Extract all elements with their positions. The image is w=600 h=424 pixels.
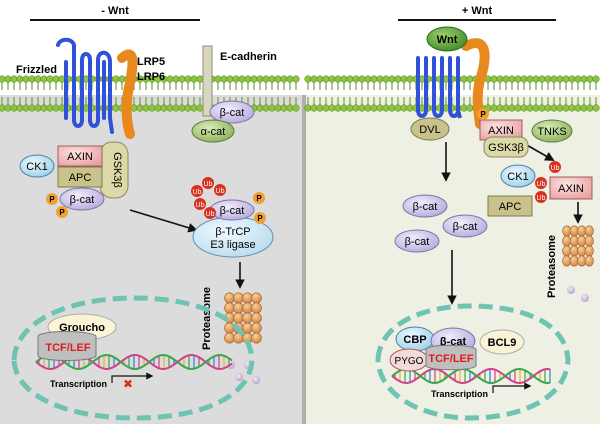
proteasome-left — [224, 292, 262, 344]
phospho-p — [56, 206, 68, 218]
ubiquitin — [194, 198, 206, 210]
svg-text:Ub: Ub — [204, 181, 213, 188]
phospho-p — [46, 193, 58, 205]
transcription-label-right: Transcription — [431, 389, 488, 399]
beta-cat-complex — [59, 187, 105, 211]
svg-text:TCF/LEF: TCF/LEF — [428, 353, 473, 365]
svg-text:AXIN: AXIN — [558, 183, 584, 195]
trcp-ligase-complex: β-TrCP E3 ligase β-cat Ub Ub Ub Ub Ub P … — [191, 177, 274, 258]
lrp6-label: LRP6 — [137, 71, 165, 83]
ck1-right — [500, 164, 536, 188]
right-nucleus — [375, 303, 571, 421]
ubiquitin — [535, 191, 547, 203]
svg-text:α-cat: α-cat — [201, 126, 226, 138]
wnt-ligand — [426, 26, 468, 52]
ecadherin-bar — [202, 45, 213, 117]
svg-text:AXIN: AXIN — [67, 151, 93, 163]
gsk3b-right — [483, 136, 529, 158]
svg-text:Ub: Ub — [206, 211, 215, 218]
bcl9 — [479, 329, 525, 355]
ubiquitin — [191, 185, 203, 197]
tnks — [531, 119, 573, 143]
svg-text:TCF/LEF: TCF/LEF — [45, 342, 90, 354]
tcf-lef-right — [425, 344, 477, 371]
proteasome-right — [562, 225, 594, 267]
proteasome-label-left: Proteasome — [201, 287, 213, 350]
axin-ubiquitinated — [549, 176, 593, 200]
peptide-fragment — [567, 286, 575, 294]
svg-text:Ub: Ub — [537, 195, 546, 202]
lrp-coreceptor — [117, 49, 138, 139]
svg-text:PYGO: PYGO — [395, 356, 424, 367]
ubiquitin — [202, 177, 214, 189]
ubiquitin — [549, 161, 561, 173]
svg-text:β-cat: β-cat — [405, 236, 430, 248]
ecadherin-label: E-cadherin — [220, 51, 277, 63]
apc-left — [57, 166, 103, 188]
tcf-lef-left — [37, 331, 97, 361]
dvl — [410, 117, 450, 141]
svg-text:CBP: CBP — [403, 334, 426, 346]
svg-text:E3 ligase: E3 ligase — [210, 239, 255, 251]
svg-text:P: P — [257, 214, 263, 223]
blocked-x-mark: ✖ — [123, 377, 133, 391]
right-dna-helix — [391, 367, 551, 385]
peptide-fragment — [581, 294, 589, 302]
svg-text:Groucho: Groucho — [59, 322, 105, 334]
svg-text:P: P — [256, 194, 262, 203]
svg-text:BCL9: BCL9 — [488, 337, 517, 349]
left-nucleus — [11, 295, 255, 421]
phospho-p — [253, 192, 265, 204]
svg-text:P: P — [59, 208, 65, 217]
lrp5-label: LRP5 — [137, 56, 165, 68]
svg-text:P: P — [49, 195, 55, 204]
svg-text:Ub: Ub — [196, 202, 205, 209]
svg-text:GSK3β: GSK3β — [488, 142, 524, 154]
svg-text:Ub: Ub — [193, 189, 202, 196]
left-header: - Wnt — [101, 5, 129, 17]
transcription-label-left: Transcription — [50, 379, 107, 389]
ck1-left — [19, 154, 55, 178]
axin-left — [57, 145, 103, 167]
alpha-cat — [191, 119, 235, 143]
svg-text:Ub: Ub — [551, 165, 560, 172]
svg-text:Ub: Ub — [537, 181, 546, 188]
svg-text:P: P — [480, 110, 486, 119]
phospho-p — [477, 108, 489, 120]
free-beta-cat — [394, 229, 440, 253]
svg-text:APC: APC — [69, 172, 92, 184]
svg-text:β-cat: β-cat — [220, 205, 245, 217]
right-header: + Wnt — [462, 5, 493, 17]
svg-text:CK1: CK1 — [26, 161, 47, 173]
apc-right — [487, 195, 533, 217]
svg-text:β-cat: β-cat — [220, 107, 245, 119]
svg-text:β-cat: β-cat — [413, 201, 438, 213]
proteasome-label-right: Proteasome — [546, 235, 558, 298]
svg-text:APC: APC — [499, 201, 522, 213]
svg-text:DVL: DVL — [419, 124, 440, 136]
svg-text:Wnt: Wnt — [437, 34, 458, 46]
svg-text:TNKS: TNKS — [537, 126, 566, 138]
free-beta-cat — [402, 194, 448, 218]
phospho-p — [254, 212, 266, 224]
right-membrane — [304, 75, 600, 112]
svg-text:GSK3β: GSK3β — [111, 152, 123, 188]
left-cytoplasm-bg — [0, 95, 302, 424]
ecad-beta-cat — [209, 100, 255, 124]
ubiquitin — [535, 177, 547, 189]
frizzled-receptor — [56, 37, 114, 134]
frizzled-label: Frizzled — [16, 64, 57, 76]
svg-text:β-cat: β-cat — [453, 221, 478, 233]
svg-text:Ub: Ub — [216, 188, 225, 195]
frizzled-receptor-active — [416, 56, 462, 119]
ubiquitin — [214, 184, 226, 196]
svg-text:AXIN: AXIN — [488, 125, 514, 137]
destruction-complex: GSK3β AXIN APC CK1 β-cat P P — [19, 141, 129, 218]
ubiquitin — [204, 207, 216, 219]
svg-text:β-TrCP: β-TrCP — [215, 226, 250, 238]
svg-text:CK1: CK1 — [507, 171, 528, 183]
free-beta-cat — [442, 214, 488, 238]
svg-text:β-cat: β-cat — [70, 194, 95, 206]
